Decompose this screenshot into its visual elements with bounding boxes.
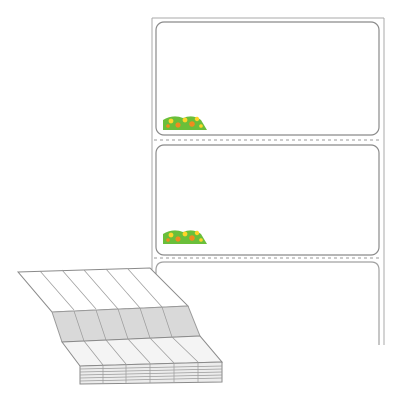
label-1 — [155, 21, 380, 136]
floral-logo-icon — [163, 230, 207, 244]
fanfold-stack — [16, 267, 224, 385]
label-3-partial — [155, 261, 380, 345]
label-2 — [155, 144, 380, 256]
fanfold-bottom-block — [61, 335, 224, 385]
fanfold-top-sheet — [16, 267, 190, 313]
floral-logo-icon — [163, 116, 207, 130]
label-liner — [151, 17, 385, 345]
